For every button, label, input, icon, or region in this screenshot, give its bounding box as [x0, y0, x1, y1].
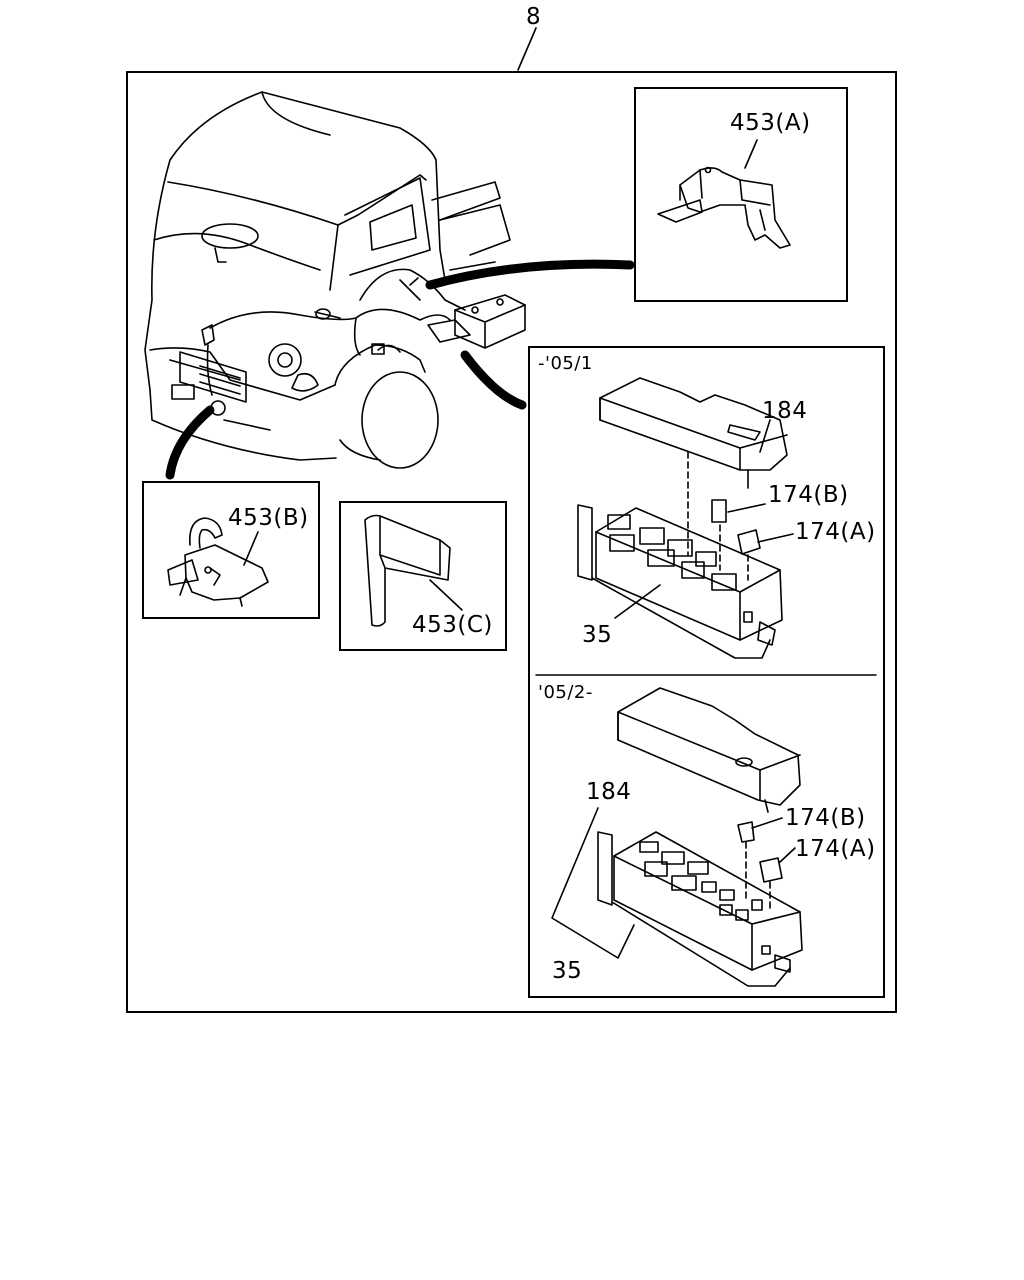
leader-arc-453b — [165, 405, 215, 480]
leader-arc-453a — [425, 259, 635, 290]
label-453a: 453(A) — [730, 110, 811, 136]
leader-bottom-184 — [551, 807, 635, 959]
leader-453c — [429, 579, 463, 611]
label-bottom-174b: 174(B) — [785, 805, 866, 831]
leader-top-174a — [757, 533, 794, 543]
fuse-box-bottom-drawing — [551, 687, 803, 987]
label-period-top: -'05/1 — [538, 353, 593, 374]
label-top-174b: 174(B) — [768, 482, 849, 508]
figure-number: 8 — [526, 4, 542, 30]
label-bottom-174a: 174(A) — [795, 836, 876, 862]
fuse-box-top-drawing — [577, 377, 794, 659]
label-top-174a: 174(A) — [795, 519, 876, 545]
label-top-184: 184 — [762, 398, 808, 424]
label-period-bottom: '05/2- — [538, 682, 593, 703]
bracket-453b-drawing — [167, 517, 269, 607]
leader-arc-fusebox — [460, 350, 527, 410]
leader-top-184 — [759, 419, 771, 453]
label-bottom-184: 184 — [586, 779, 632, 805]
label-bottom-35: 35 — [552, 958, 583, 984]
label-453b: 453(B) — [228, 505, 309, 531]
figure-leader-line — [517, 27, 537, 71]
label-453c: 453(C) — [412, 612, 493, 638]
leader-top-35 — [614, 584, 661, 619]
truck-illustration — [144, 91, 526, 469]
bracket-453a-drawing — [657, 139, 791, 249]
leader-top-174b — [727, 503, 766, 513]
leader-bottom-174a — [779, 847, 796, 863]
bracket-453c-drawing — [364, 514, 463, 627]
inset-453b-box — [142, 481, 320, 619]
fuse-box-panel — [528, 346, 885, 998]
label-top-35: 35 — [582, 622, 613, 648]
leader-453b — [243, 531, 259, 566]
leader-453a — [744, 139, 758, 169]
leader-bottom-174b — [751, 817, 783, 829]
